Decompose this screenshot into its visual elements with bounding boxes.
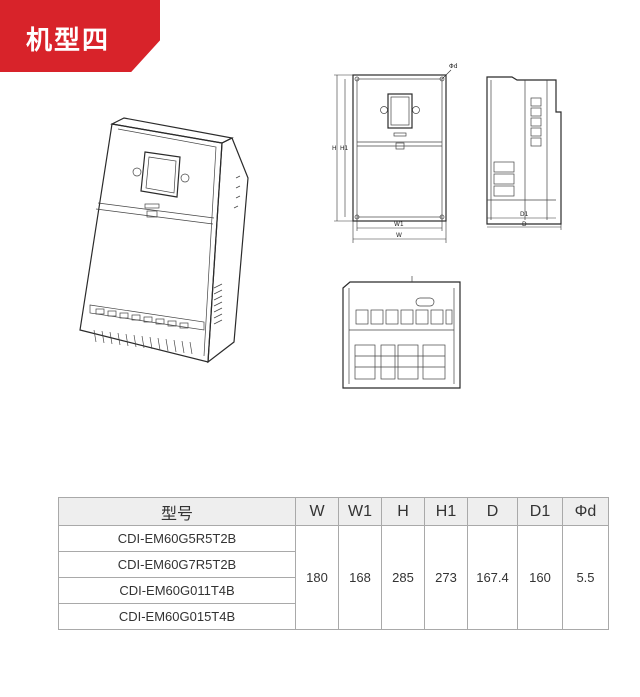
- value-D: 167.4: [467, 525, 518, 630]
- header-phi-d: Φd: [562, 497, 609, 526]
- header-D1: D1: [517, 497, 563, 526]
- header-H1: H1: [424, 497, 468, 526]
- model-cell: CDI-EM60G011T4B: [58, 577, 296, 604]
- value-W: 180: [295, 525, 339, 630]
- value-phi-d: 5.5: [562, 525, 609, 630]
- table-row: CDI-EM60G7R5T2B: [58, 551, 609, 578]
- bottom-view: [342, 276, 461, 389]
- value-H: 285: [381, 525, 425, 630]
- dim-label-W: W: [396, 232, 402, 239]
- isometric-view: [79, 117, 249, 364]
- table-row: CDI-EM60G5R5T2B 180 168 285 273 167.4 16…: [58, 525, 609, 630]
- value-D1: 160: [517, 525, 563, 630]
- dimension-table: 型号 W W1 H H1 D D1 Φd CDI-EM60G5R5T2B 180…: [58, 497, 609, 630]
- front-view: H H1 W1 W Φd: [332, 63, 458, 243]
- value-W1: 168: [338, 525, 382, 630]
- header-W1: W1: [338, 497, 382, 526]
- title-banner: [0, 0, 160, 72]
- model-cell: CDI-EM60G015T4B: [58, 603, 296, 630]
- dim-label-D: D: [522, 221, 527, 228]
- value-H1: 273: [424, 525, 468, 630]
- side-view: D1 D: [486, 76, 562, 230]
- header-D: D: [467, 497, 518, 526]
- header-model: 型号: [58, 497, 296, 526]
- product-drawings: H H1 W1 W Φd D1 D: [79, 63, 562, 389]
- dim-label-H: H: [332, 145, 337, 152]
- dim-label-phi-d: Φd: [449, 63, 458, 70]
- table-row: CDI-EM60G011T4B: [58, 577, 609, 604]
- table-header-row: 型号 W W1 H H1 D D1 Φd: [58, 497, 609, 526]
- model-cell: CDI-EM60G7R5T2B: [58, 551, 296, 578]
- model-cell: CDI-EM60G5R5T2B: [58, 525, 296, 552]
- header-W: W: [295, 497, 339, 526]
- page-title: 机型四: [26, 26, 111, 56]
- table-row: CDI-EM60G015T4B: [58, 603, 609, 630]
- dim-label-W1: W1: [394, 221, 404, 228]
- dim-label-D1: D1: [520, 211, 529, 218]
- dim-label-H1: H1: [340, 145, 349, 152]
- header-H: H: [381, 497, 425, 526]
